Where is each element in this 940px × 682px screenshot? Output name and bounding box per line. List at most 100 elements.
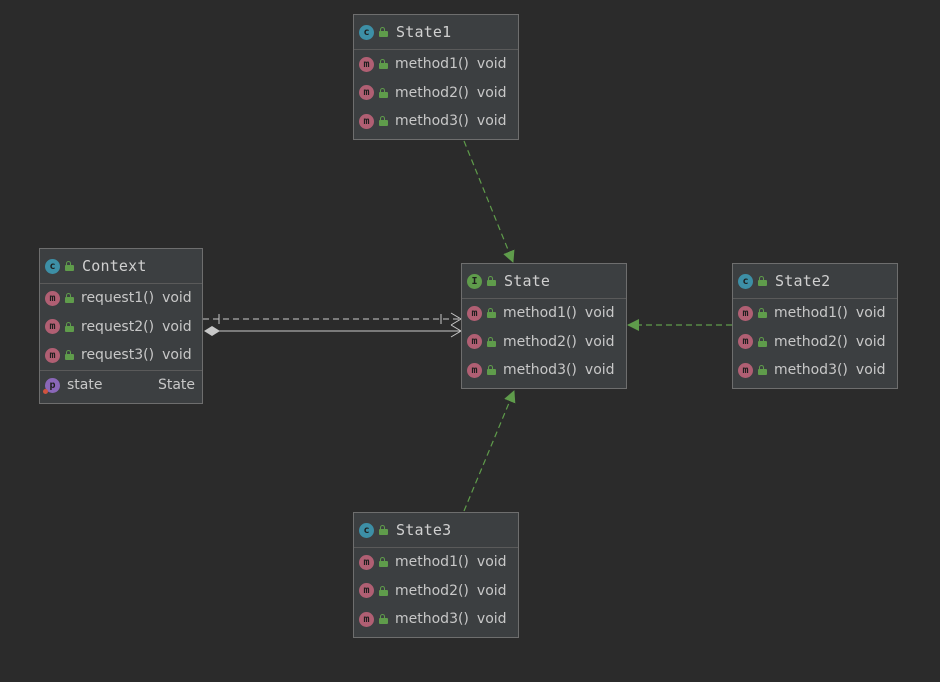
return-type: void [584, 305, 615, 322]
class-icon: c [359, 522, 374, 538]
return-type: void [476, 611, 507, 628]
method-row[interactable]: m method3() void [354, 107, 518, 136]
method-name: method1() [395, 554, 469, 571]
class-header: c State1 [354, 15, 518, 50]
interface-node-state[interactable]: I State m method1() void m method2() voi… [461, 263, 627, 389]
public-lock-icon [758, 276, 767, 286]
public-lock-icon [379, 585, 388, 596]
section-divider [40, 369, 202, 371]
class-node-context[interactable]: c Context m request1() void m request2()… [39, 248, 203, 404]
method-name: method2() [395, 582, 469, 599]
return-type: void [855, 305, 886, 322]
method-name: method1() [503, 305, 577, 322]
return-type: void [855, 362, 886, 379]
dependency-edge-context-state [203, 312, 462, 326]
return-type: void [162, 347, 192, 364]
method-row[interactable]: m request1() void [40, 284, 202, 313]
method-name: method1() [774, 305, 848, 322]
public-lock-icon [487, 276, 496, 286]
public-lock-icon [758, 365, 767, 376]
method-row[interactable]: m method3() void [733, 356, 897, 385]
method-icon: m [359, 85, 374, 101]
public-lock-icon [379, 59, 388, 70]
method-row[interactable]: m method1() void [733, 299, 897, 328]
return-type: void [476, 582, 507, 599]
return-type: void [476, 554, 507, 571]
method-name: request1() [81, 290, 155, 307]
method-row[interactable]: m request3() void [40, 341, 202, 370]
return-type: void [162, 318, 192, 335]
method-row[interactable]: m method3() void [462, 356, 626, 385]
method-icon: m [359, 554, 374, 570]
public-lock-icon [487, 336, 496, 347]
property-name: state [67, 377, 103, 394]
property-row[interactable]: p state State [40, 371, 202, 400]
public-lock-icon [379, 525, 388, 535]
class-header: c State2 [733, 264, 897, 299]
return-type: void [476, 113, 507, 130]
public-lock-icon [65, 350, 74, 361]
return-type: void [584, 362, 615, 379]
public-lock-icon [379, 87, 388, 98]
method-row[interactable]: m method3() void [354, 605, 518, 634]
return-type: void [162, 290, 192, 307]
public-lock-icon [379, 614, 388, 625]
class-icon: c [359, 24, 374, 40]
method-icon: m [467, 362, 482, 378]
method-icon: m [45, 319, 60, 335]
class-header: I State [462, 264, 626, 299]
implements-edge-state1 [463, 140, 515, 263]
method-icon: m [45, 290, 60, 306]
method-icon: m [738, 334, 753, 350]
public-lock-icon [487, 308, 496, 319]
method-icon: m [467, 334, 482, 350]
method-row[interactable]: m method2() void [354, 79, 518, 108]
class-name: State [504, 272, 551, 290]
class-icon: c [45, 258, 60, 274]
class-header: c State3 [354, 513, 518, 548]
public-lock-icon [379, 557, 388, 568]
implements-edge-state3 [463, 390, 516, 512]
property-icon: p [43, 377, 60, 394]
method-name: method3() [774, 362, 848, 379]
return-type: void [855, 333, 886, 350]
method-row[interactable]: m request2() void [40, 313, 202, 342]
public-lock-icon [758, 336, 767, 347]
class-header: c Context [40, 249, 202, 284]
method-icon: m [738, 305, 753, 321]
class-node-state1[interactable]: c State1 m method1() void m method2() vo… [353, 14, 519, 140]
public-lock-icon [758, 308, 767, 319]
method-row[interactable]: m method1() void [462, 299, 626, 328]
method-icon: m [359, 611, 374, 627]
method-name: method2() [395, 84, 469, 101]
method-row[interactable]: m method2() void [462, 328, 626, 357]
return-type: void [476, 56, 507, 73]
property-type: State [157, 377, 195, 394]
method-icon: m [45, 347, 60, 363]
class-node-state2[interactable]: c State2 m method1() void m method2() vo… [732, 263, 898, 389]
public-lock-icon [65, 261, 74, 271]
method-icon: m [467, 305, 482, 321]
method-row[interactable]: m method2() void [354, 577, 518, 606]
class-name: State1 [396, 23, 452, 41]
class-name: State3 [396, 521, 452, 539]
method-name: method3() [395, 611, 469, 628]
method-row[interactable]: m method1() void [354, 50, 518, 79]
class-node-state3[interactable]: c State3 m method1() void m method2() vo… [353, 512, 519, 638]
composition-edge-context-state [204, 324, 462, 338]
class-name: State2 [775, 272, 831, 290]
public-lock-icon [487, 365, 496, 376]
method-name: method3() [395, 113, 469, 130]
method-row[interactable]: m method1() void [354, 548, 518, 577]
method-icon: m [738, 362, 753, 378]
method-name: method1() [395, 56, 469, 73]
return-type: void [476, 84, 507, 101]
method-row[interactable]: m method2() void [733, 328, 897, 357]
public-lock-icon [65, 321, 74, 332]
class-name: Context [82, 257, 147, 275]
public-lock-icon [379, 27, 388, 37]
method-icon: m [359, 56, 374, 72]
public-lock-icon [379, 116, 388, 127]
return-type: void [584, 333, 615, 350]
